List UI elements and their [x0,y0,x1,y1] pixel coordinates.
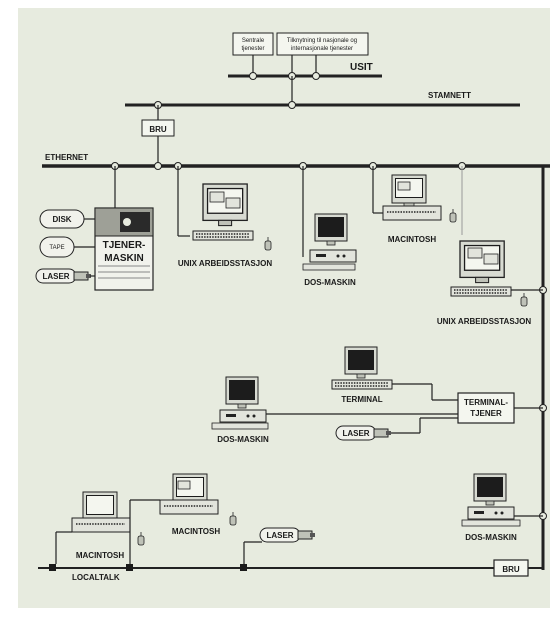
disk-label: DISK [52,215,71,224]
macintosh-label-1: MACINTOSH [388,235,437,244]
laser-server-label: LASER [42,272,69,281]
macintosh-1: MACINTOSH [372,166,457,244]
dos-label-1: DOS-MASKIN [304,278,356,287]
terminal-group: TERMINAL TERMINAL- TJENER [331,346,543,424]
dos-machine-1: DOS-MASKIN [302,166,357,287]
unix-workstation-2: UNIX ARBEIDSSTASJON [437,166,543,326]
terminal-tjener-label: TERMINAL- [464,398,508,407]
server-group: TJENER- MASKIN DISK TAPE LASER [35,166,154,291]
dos-machine-3: DOS-MASKIN [461,473,543,542]
macintosh-label-2: MACINTOSH [76,551,125,560]
terminal-tjener-label-2: TJENER [470,409,502,418]
usit-group: Sentrale tjenester Tilknytning til nasjo… [228,32,382,105]
dos-label-3: DOS-MASKIN [465,533,517,542]
bru-bottom-label: BRU [502,565,520,574]
macintosh-2: MACINTOSH [55,491,145,564]
unix-label-2: UNIX ARBEIDSSTASJON [437,317,531,326]
usit-label: USIT [350,62,373,73]
macintosh-label-3: MACINTOSH [172,527,221,536]
sentrale-label-2: tjenester [241,46,264,52]
tilknytning-label-2: internasjonale tjenester [291,46,353,52]
tjener-label: TJENER- [103,240,146,251]
tilknytning-label: Tilknytning til nasjonale og [287,38,357,44]
sentrale-label: Sentrale [242,38,265,44]
dos-label-2: DOS-MASKIN [217,435,269,444]
bru-bottom-box [493,559,529,577]
laser-bottom-label: LASER [266,531,293,540]
terminal-label: TERMINAL [341,395,382,404]
laser-printer-bottom: LASER [243,527,316,564]
localtalk-label: LOCALTALK [72,573,120,582]
tape-label: TAPE [49,245,64,251]
bru-top-label: BRU [149,125,167,134]
tjener-label-2: MASKIN [104,253,143,264]
unix-workstation-1: UNIX ARBEIDSSTASJON [177,166,272,268]
unix-label-1: UNIX ARBEIDSSTASJON [178,259,272,268]
dos-machine-2: DOS-MASKIN [211,376,458,444]
laser-mid-label: LASER [342,429,369,438]
laser-printer-mid: LASER [335,417,458,441]
stamnett-label: STAMNETT [428,91,471,100]
macintosh-3: MACINTOSH [129,473,237,564]
ethernet-label: ETHERNET [45,153,88,162]
